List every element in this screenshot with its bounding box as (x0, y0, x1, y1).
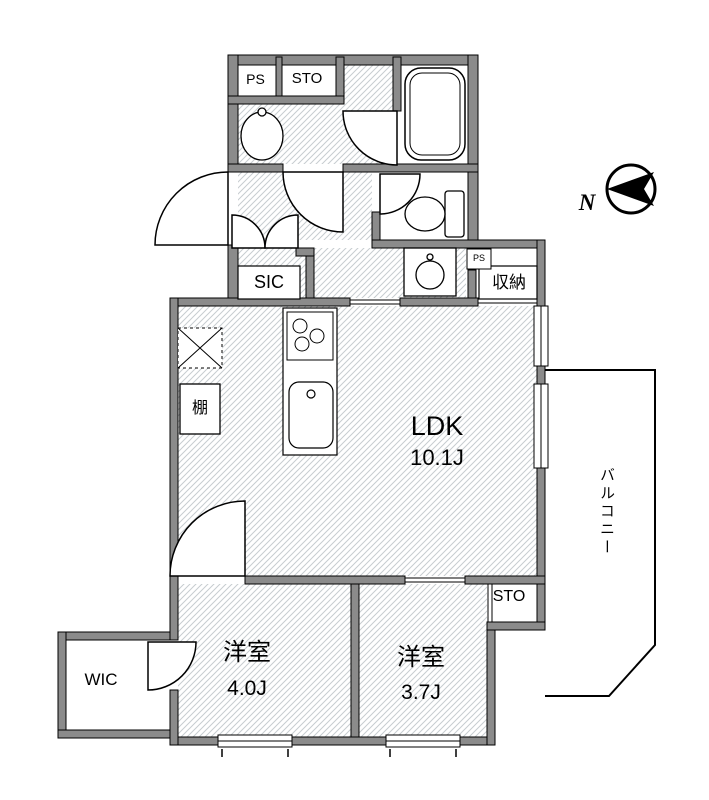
label-storage-top: STO (291, 70, 323, 87)
stove-icon (286, 311, 334, 361)
bathtub-icon (404, 67, 466, 161)
balcony-outline (545, 369, 656, 697)
label-bedroom1-size: 4.0J (227, 677, 267, 700)
sliding-door-lines (350, 298, 537, 622)
label-storage-bottom: STO (492, 588, 526, 605)
walls (57, 54, 546, 746)
label-sic: SIC (253, 272, 284, 292)
doors (147, 110, 421, 691)
vanity-icon (403, 247, 457, 297)
label-ldk-size: 10.1J (410, 445, 464, 470)
label-shelf: 棚 (191, 400, 208, 417)
hatch-floors (178, 65, 537, 737)
washbasin-icon (240, 107, 284, 161)
compass-icon (605, 163, 657, 215)
label-bedroom2-size: 3.7J (401, 681, 441, 704)
kitchen-sink-icon (288, 381, 334, 449)
ps-label-box (466, 248, 492, 270)
sic-label-box (237, 265, 301, 300)
label-north: N (578, 190, 596, 215)
label-wic: WIC (84, 670, 118, 689)
label-bedroom1: 洋室 (223, 639, 271, 666)
label-bedroom2: 洋室 (397, 644, 445, 671)
label-ps-top: PS (246, 71, 265, 87)
label-closet: 収納 (492, 273, 526, 292)
bathroom-door-arc (342, 110, 398, 166)
closet-label-box (478, 265, 538, 300)
label-ldk: LDK (410, 411, 464, 441)
windows (217, 305, 549, 748)
bedroom1-door-arc (169, 500, 246, 577)
wic-door-arc (147, 641, 197, 691)
shelf-box (179, 383, 221, 435)
toilet-door-arc (379, 173, 421, 215)
refrigerator-space (177, 327, 223, 369)
window-ticks (221, 749, 457, 757)
label-ps-small: PS (472, 253, 485, 263)
toilet-icon (404, 190, 465, 238)
label-balcony: バルコニー (598, 467, 615, 557)
sic-door-arc-right (264, 214, 299, 249)
washroom-door-arc (282, 171, 344, 233)
entry-door-arc (154, 171, 229, 246)
